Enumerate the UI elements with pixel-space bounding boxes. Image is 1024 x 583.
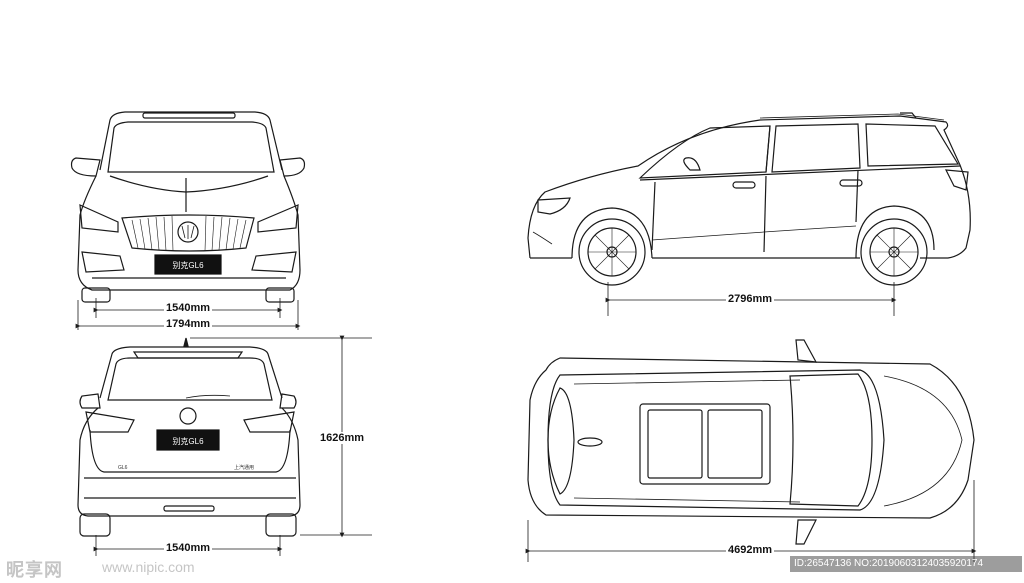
rear-view (77, 337, 301, 537)
height-label: 1626mm (318, 432, 367, 444)
front-view (70, 111, 306, 303)
side-view (527, 112, 971, 286)
front-track-label: 1540mm (164, 302, 213, 314)
watermark-site: www.nipic.com (102, 559, 195, 575)
rear-brand-badge-icon (179, 407, 197, 425)
watermark-logo: 昵享网 (6, 560, 63, 580)
length-label: 4692mm (726, 544, 775, 556)
rear-model-badge: GL6 (118, 465, 128, 471)
top-view (527, 339, 975, 545)
rear-track-label: 1540mm (164, 542, 213, 554)
rear-plate-text: 别克GL6 (172, 437, 204, 446)
rear-brand-text: 上汽通用 (234, 464, 254, 471)
watermark-id-bar: ID:26547136 NO:20190603124035920174 (790, 556, 1022, 572)
wheelbase-label: 2796mm (726, 293, 775, 305)
rear-dimension-lines (93, 335, 372, 556)
brand-badge-icon (177, 221, 199, 243)
front-plate-text: 别克GL6 (172, 261, 204, 270)
front-width-label: 1794mm (164, 318, 213, 330)
